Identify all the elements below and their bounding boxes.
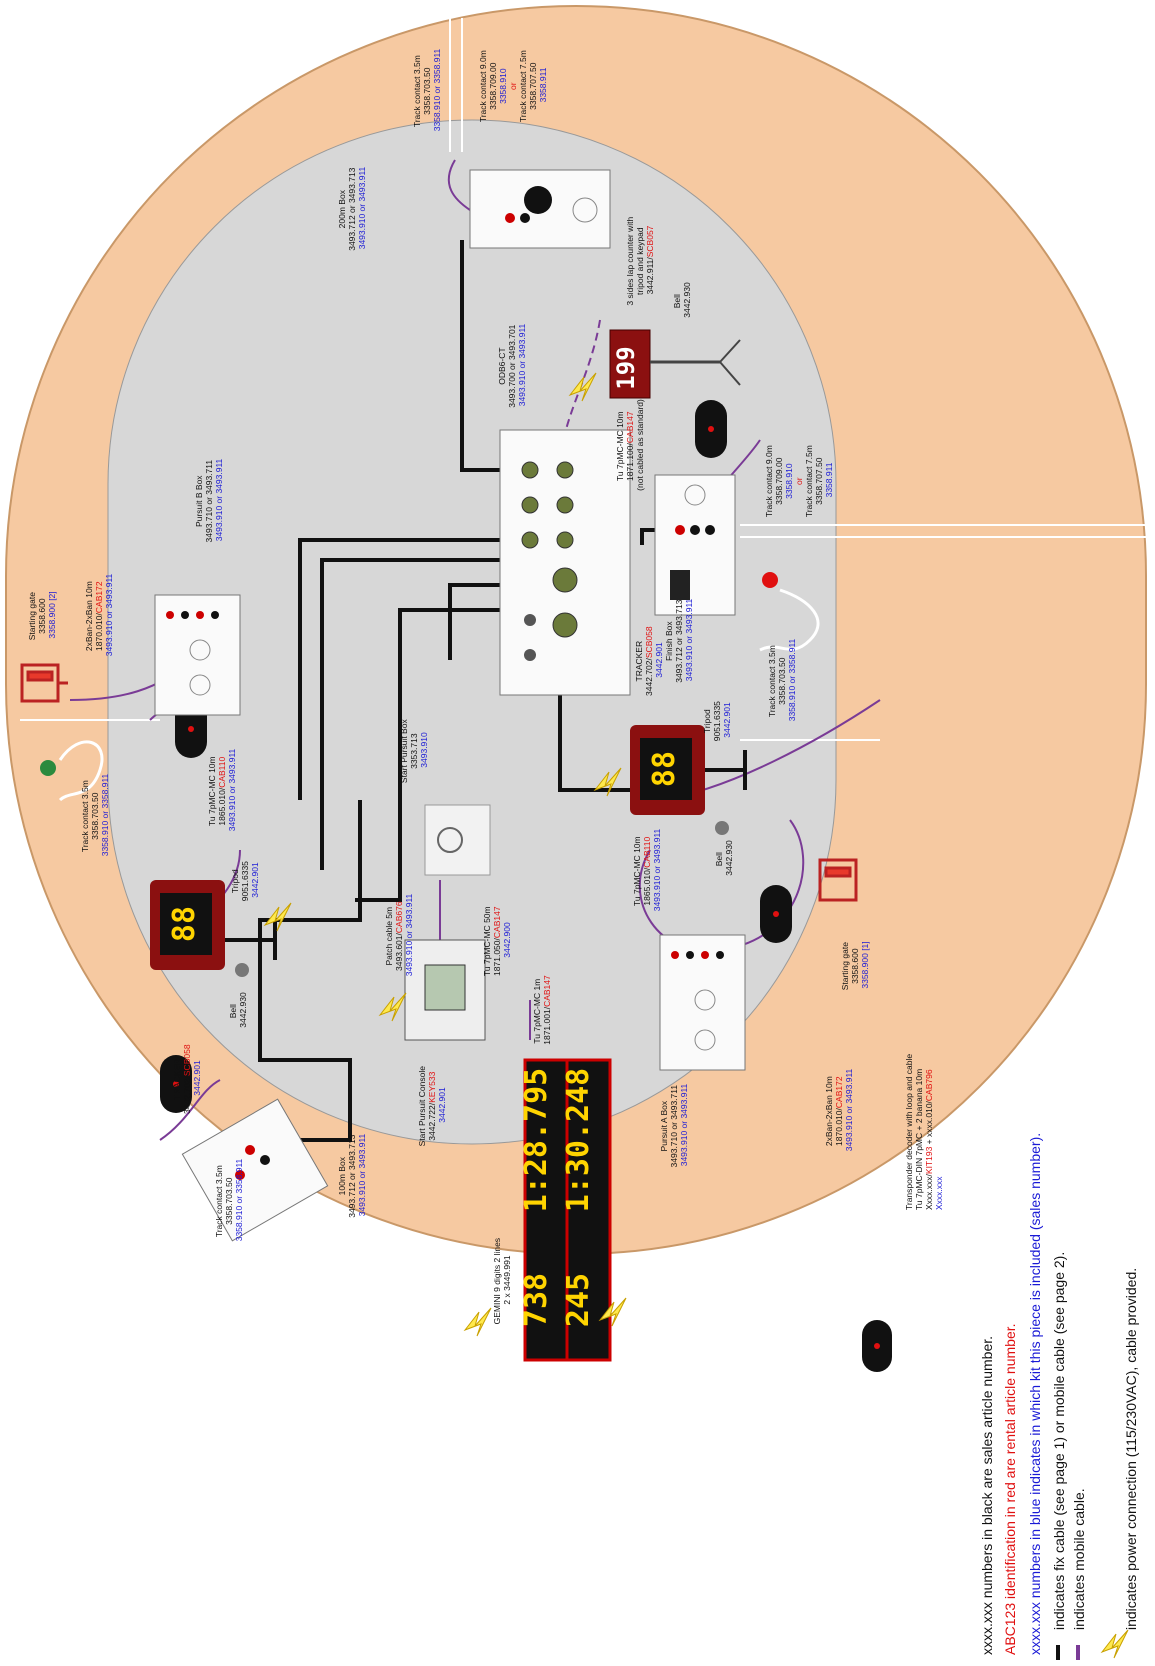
pursuit-a-box [659,934,746,1071]
cyclist-icons [40,572,820,802]
gemini-row2-lap: 245 [561,1273,596,1327]
cable-pursuit-a-label: Tu 7pMC-MC 10m 1865.010/CAB110 3493.910 … [632,828,662,911]
legend-fix-cable: indicates fix cable (see page 1) or mobi… [1051,1252,1067,1630]
starting-gate-bottom-label: Starting gate 3358.600 3358.900 [1] [840,940,870,991]
legend-sales: xxxx.xxx numbers in black are sales arti… [979,1336,995,1655]
lap-counter-label: 3 sides lap counter with tripod and keyp… [625,214,655,305]
lap-counter: 199 [609,329,741,399]
cable-2xban-bottom-label: 2xBan-2xBan 10m 1870.010/CAB172 3493.910… [824,1068,854,1151]
box-100m-label: 100m Box 3493.712 or 3493.713 3493.910 o… [337,1132,367,1218]
box-100m [181,1098,329,1242]
svg-text:88: 88 [167,906,202,942]
cable-lap-label: Tu 7pMC-MC 10m 1871.100/CAB147 (not cabl… [615,399,645,491]
starting-gate-top-label: Starting gate 3358.600 3358.900 [2] [27,590,57,641]
box-200m-label: 200m Box 3493.712 or 3493.713 3493.910 o… [337,165,367,251]
bell-top-label: Bell 3442.930 [672,282,692,318]
pursuit-b-label: Pursuit B Box 3493.710 or 3493.711 3493.… [194,458,224,543]
gemini-row2-time: 1:30.248 [561,1068,596,1213]
legend-power-icon [1101,1629,1129,1659]
tracker-left-label: TRACKER 3442.702/SCB058 3442.901 [172,1042,202,1114]
gemini-row1-lap: 738 [519,1273,554,1327]
cable-50m-label: Tu 7pMC-MC 50m 1871.050/CAB147 3442.900 [482,904,512,976]
cable-pursuit-b-label: Tu 7pMC-MC 10m 1865.010/CAB110 3493.910 … [207,748,237,831]
svg-text:Transponder decoder with loop: Transponder decoder with loop and cable … [904,1052,944,1210]
legend-rental: ABC123 identification in red are rental … [1002,1323,1018,1655]
gemini-display: 1:28.795 738 1:30.248 245 [519,1058,612,1362]
starting-gate-bottom [818,858,858,902]
gemini-row1-time: 1:28.795 [519,1068,554,1213]
bell-right-label: Bell 3442.930 [714,840,734,876]
legend-mobile-cable: indicates mobile cable. [1071,1488,1087,1630]
start-pursuit-console [404,939,486,1041]
lap-counter-digits: 199 [612,346,640,389]
infield [107,119,837,1145]
odb6-ct [499,429,631,696]
start-pursuit-box [424,804,491,876]
svg-text:88: 88 [647,751,682,787]
bell-left-label: Bell 3442.930 [228,992,248,1028]
tracker-right-label: TRACKER 3442.702/SCB058 3442.901 [634,624,664,696]
pursuit-b-box [154,594,241,716]
transponder-decoder-200m [524,186,552,214]
patch-cable-label: Patch cable 5m 3493.601/CAB676 3493.910 … [384,893,414,976]
tracker-right: 88 [630,725,747,835]
cable-2xban-top-label: 2xBan-2xBan 10m 1870.010/CAB172 3493.910… [84,573,114,656]
cable-1m-label: Tu 7pMC-MC 1m 1871.001/CAB147 [532,975,552,1045]
tc-right-mid-label: Track contact 9.0m 3358.709.00 3358.910 … [764,443,834,517]
start-pursuit-box-label: Start Pursuit Box 3353.713 3493.910 [399,717,429,783]
pursuit-a-label: Pursuit A Box 3493.710 or 3493.711 3493.… [659,1083,689,1168]
finish-box-label: Finish Box 3493.712 or 3493.713 3493.910… [664,597,694,683]
legend-power: indicates power connection (115/230VAC),… [1123,1268,1139,1630]
decoder-legend: Transponder decoder with loop and cable … [862,1052,944,1372]
odb6-ct-label: ODB6-CT 3493.700 or 3493.701 3493.910 or… [497,322,527,408]
gemini-label: GEMINI 9 digits 2 lines 2 x 3449.991 [492,1236,512,1325]
tc-top-left-label: Track contact 3.5m 3358.703.50 3358.910 … [412,48,442,131]
tc-right-low-label: Track contact 3.5m 3358.703.50 3358.910 … [767,638,797,721]
legend: xxxx.xxx numbers in black are sales arti… [979,1133,1139,1660]
box-right-mid [654,474,736,616]
tc-bottom-label: Track contact 3.5m 3358.703.50 3358.910 … [214,1158,244,1241]
console-label: Start Pursuit Console 3442.722/KEY533 34… [417,1064,447,1147]
tc-left-top-label: Track contact 3.5m 3358.703.50 3358.910 … [80,773,110,856]
tc-top-right-label: Track contact 9.0m 3358.709.00 3358.910 … [478,48,548,122]
starting-gate-top [20,663,68,703]
tripod-right-label: Tripod 9051.6335 3442.901 [702,699,732,742]
decoders [160,400,792,1113]
legend-kit: xxxx.xxx numbers in blue indicates in wh… [1027,1133,1043,1655]
tripod-left-label: Tripod 9051.6335 3442.901 [230,859,260,902]
box-200m [469,169,611,249]
tracker-left: 88 [150,880,277,977]
